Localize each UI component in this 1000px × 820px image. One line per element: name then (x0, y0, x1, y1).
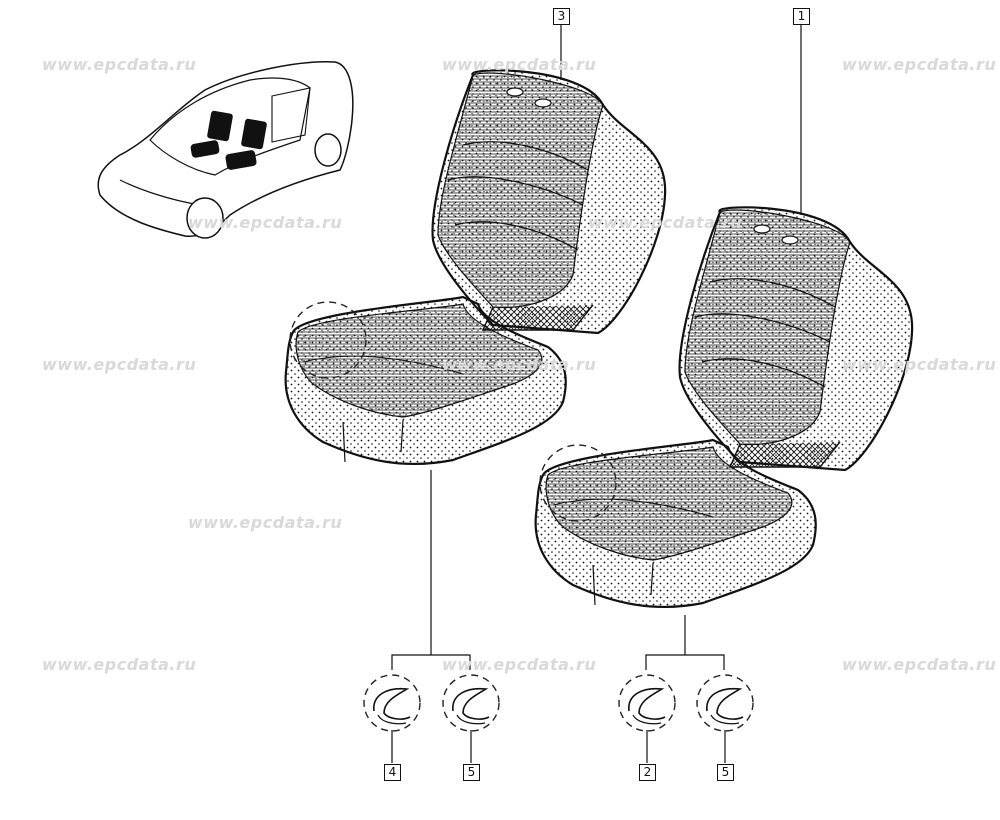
watermark: www.epcdata.ru (188, 213, 343, 232)
clip-part-5b (696, 674, 754, 732)
callout-3[interactable]: 3 (553, 8, 570, 25)
callout-5[interactable]: 5 (717, 764, 734, 781)
watermark: www.epcdata.ru (188, 513, 343, 532)
watermark: www.epcdata.ru (588, 213, 743, 232)
watermark: www.epcdata.ru (442, 655, 597, 674)
leader-lines (391, 25, 802, 763)
seatback-3 (431, 69, 667, 335)
watermark: www.epcdata.ru (842, 355, 997, 374)
watermark: www.epcdata.ru (42, 355, 197, 374)
watermark: www.epcdata.ru (42, 655, 197, 674)
car-overview-icon (97, 61, 354, 239)
callout-2[interactable]: 2 (639, 764, 656, 781)
callout-1[interactable]: 1 (793, 8, 810, 25)
seatback-1 (678, 206, 914, 472)
watermark: www.epcdata.ru (442, 55, 597, 74)
callout-4[interactable]: 4 (384, 764, 401, 781)
watermark: www.epcdata.ru (842, 55, 997, 74)
callout-5[interactable]: 5 (463, 764, 480, 781)
watermark: www.epcdata.ru (442, 355, 597, 374)
clip-part-5a (442, 674, 500, 732)
clip-part-2 (618, 674, 676, 732)
clip-part-4 (363, 674, 421, 732)
watermark: www.epcdata.ru (42, 55, 197, 74)
watermark: www.epcdata.ru (842, 655, 997, 674)
